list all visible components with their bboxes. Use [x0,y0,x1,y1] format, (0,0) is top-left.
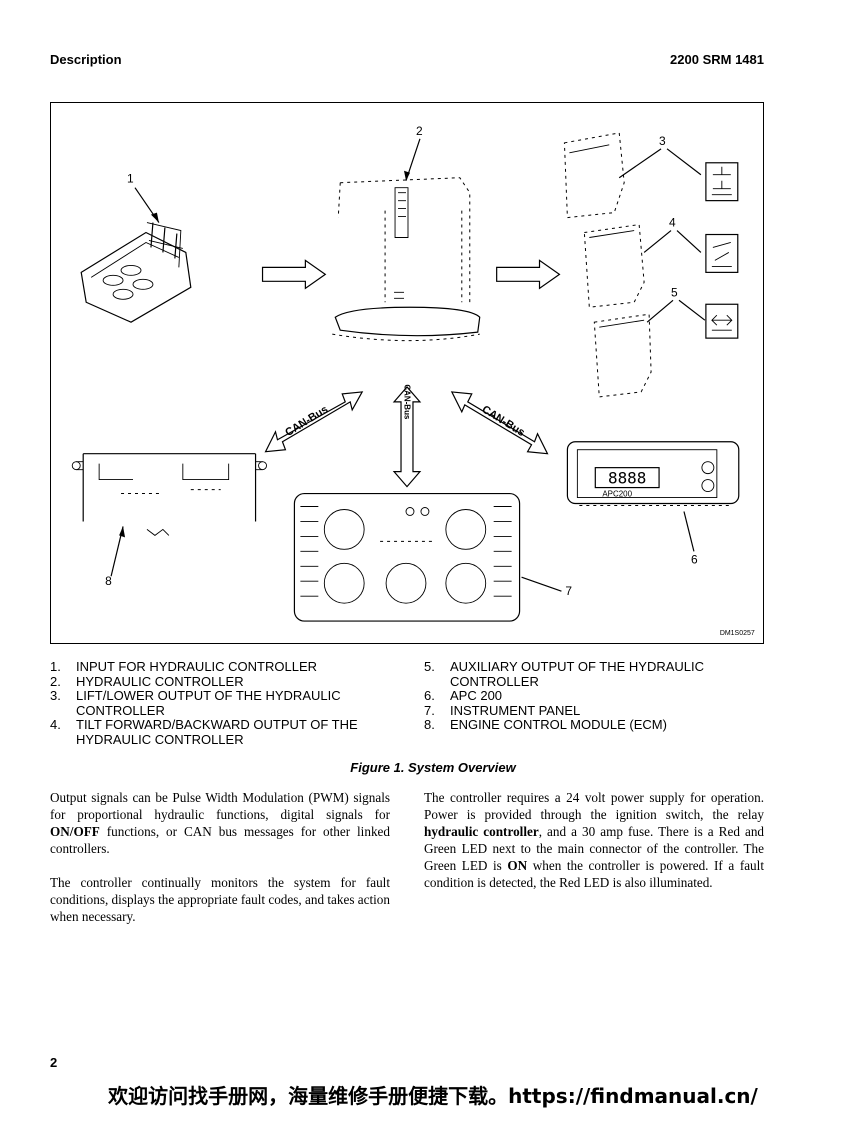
header-doc-id: 2200 SRM 1481 [670,52,764,67]
legend-right: 5.AUXILIARY OUTPUT OF THE HYDRAULIC CONT… [424,659,764,733]
legend-item: 1.INPUT FOR HYDRAULIC CONTROLLER [50,659,318,674]
output-valves-drawing [563,132,652,398]
callout-5: 5 [671,285,678,299]
arrow-controller-to-outputs [496,259,561,290]
legend-item: 7.INSTRUMENT PANEL [424,702,581,718]
ecm-drawing [71,453,267,536]
callout-1: 1 [127,172,134,186]
figure-code: DM1S0257 [720,630,755,637]
body-paragraph: The controller continually monitors the … [50,875,390,924]
lift-lower-icon [705,162,739,202]
svg-text:CAN-Bus: CAN-Bus [283,403,330,439]
input-controller-drawing [80,222,192,323]
callout-7: 7 [565,584,572,598]
page-number: 2 [50,1055,58,1070]
header-section: Description [50,52,122,67]
footer-watermark: 欢迎访问找手册网，海量维修手册便捷下载。https://findmanual.c… [108,1084,758,1108]
callout-4: 4 [669,216,676,230]
system-overview-figure: 1 2 3 4 5 [50,102,764,644]
legend-item: 6.APC 200 [424,688,503,703]
legend-left: 1.INPUT FOR HYDRAULIC CONTROLLER 2.HYDRA… [50,659,410,747]
can-bus-arrow-right: CAN-Bus [450,391,549,455]
arrow-input-to-controller [261,259,327,290]
can-bus-arrow-center: CAN-Bus [392,384,422,488]
figure-caption: Figure 1. System Overview [350,760,516,775]
body-column-left: Output signals can be Pulse Width Modula… [50,789,390,942]
hydraulic-controller-drawing [332,177,481,342]
apc-200-drawing: 8888 APC200 [566,441,740,507]
body-paragraph: The controller requires a 24 volt power … [424,790,765,890]
callout-8: 8 [105,574,112,588]
svg-text:8888: 8888 [608,469,646,488]
callout-6: 6 [691,552,698,566]
svg-text:CAN-Bus: CAN-Bus [403,384,412,420]
auxiliary-icon [705,303,739,339]
figure-drawing: 1 2 3 4 5 [71,124,755,637]
legend-item: 3.LIFT/LOWER OUTPUT OF THE HYDRAULIC CON… [50,688,341,718]
svg-text:APC200: APC200 [602,490,632,499]
can-bus-arrow-left: CAN-Bus [264,391,364,453]
legend-item: 8.ENGINE CONTROL MODULE (ECM) [424,717,667,732]
instrument-panel-drawing [293,492,521,622]
callout-2: 2 [416,124,423,138]
legend-item: 2.HYDRAULIC CONTROLLER [50,673,244,689]
legend-item: 4.TILT FORWARD/BACKWARD OUTPUT OF THE HY… [50,717,358,747]
tilt-icon [705,233,739,273]
legend-item: 5.AUXILIARY OUTPUT OF THE HYDRAULIC CONT… [424,659,705,689]
callout-3: 3 [659,134,666,148]
body-paragraph: Output signals can be Pulse Width Modula… [50,790,390,856]
svg-text:CAN-Bus: CAN-Bus [480,403,527,439]
body-column-right: The controller requires a 24 volt power … [424,789,764,908]
